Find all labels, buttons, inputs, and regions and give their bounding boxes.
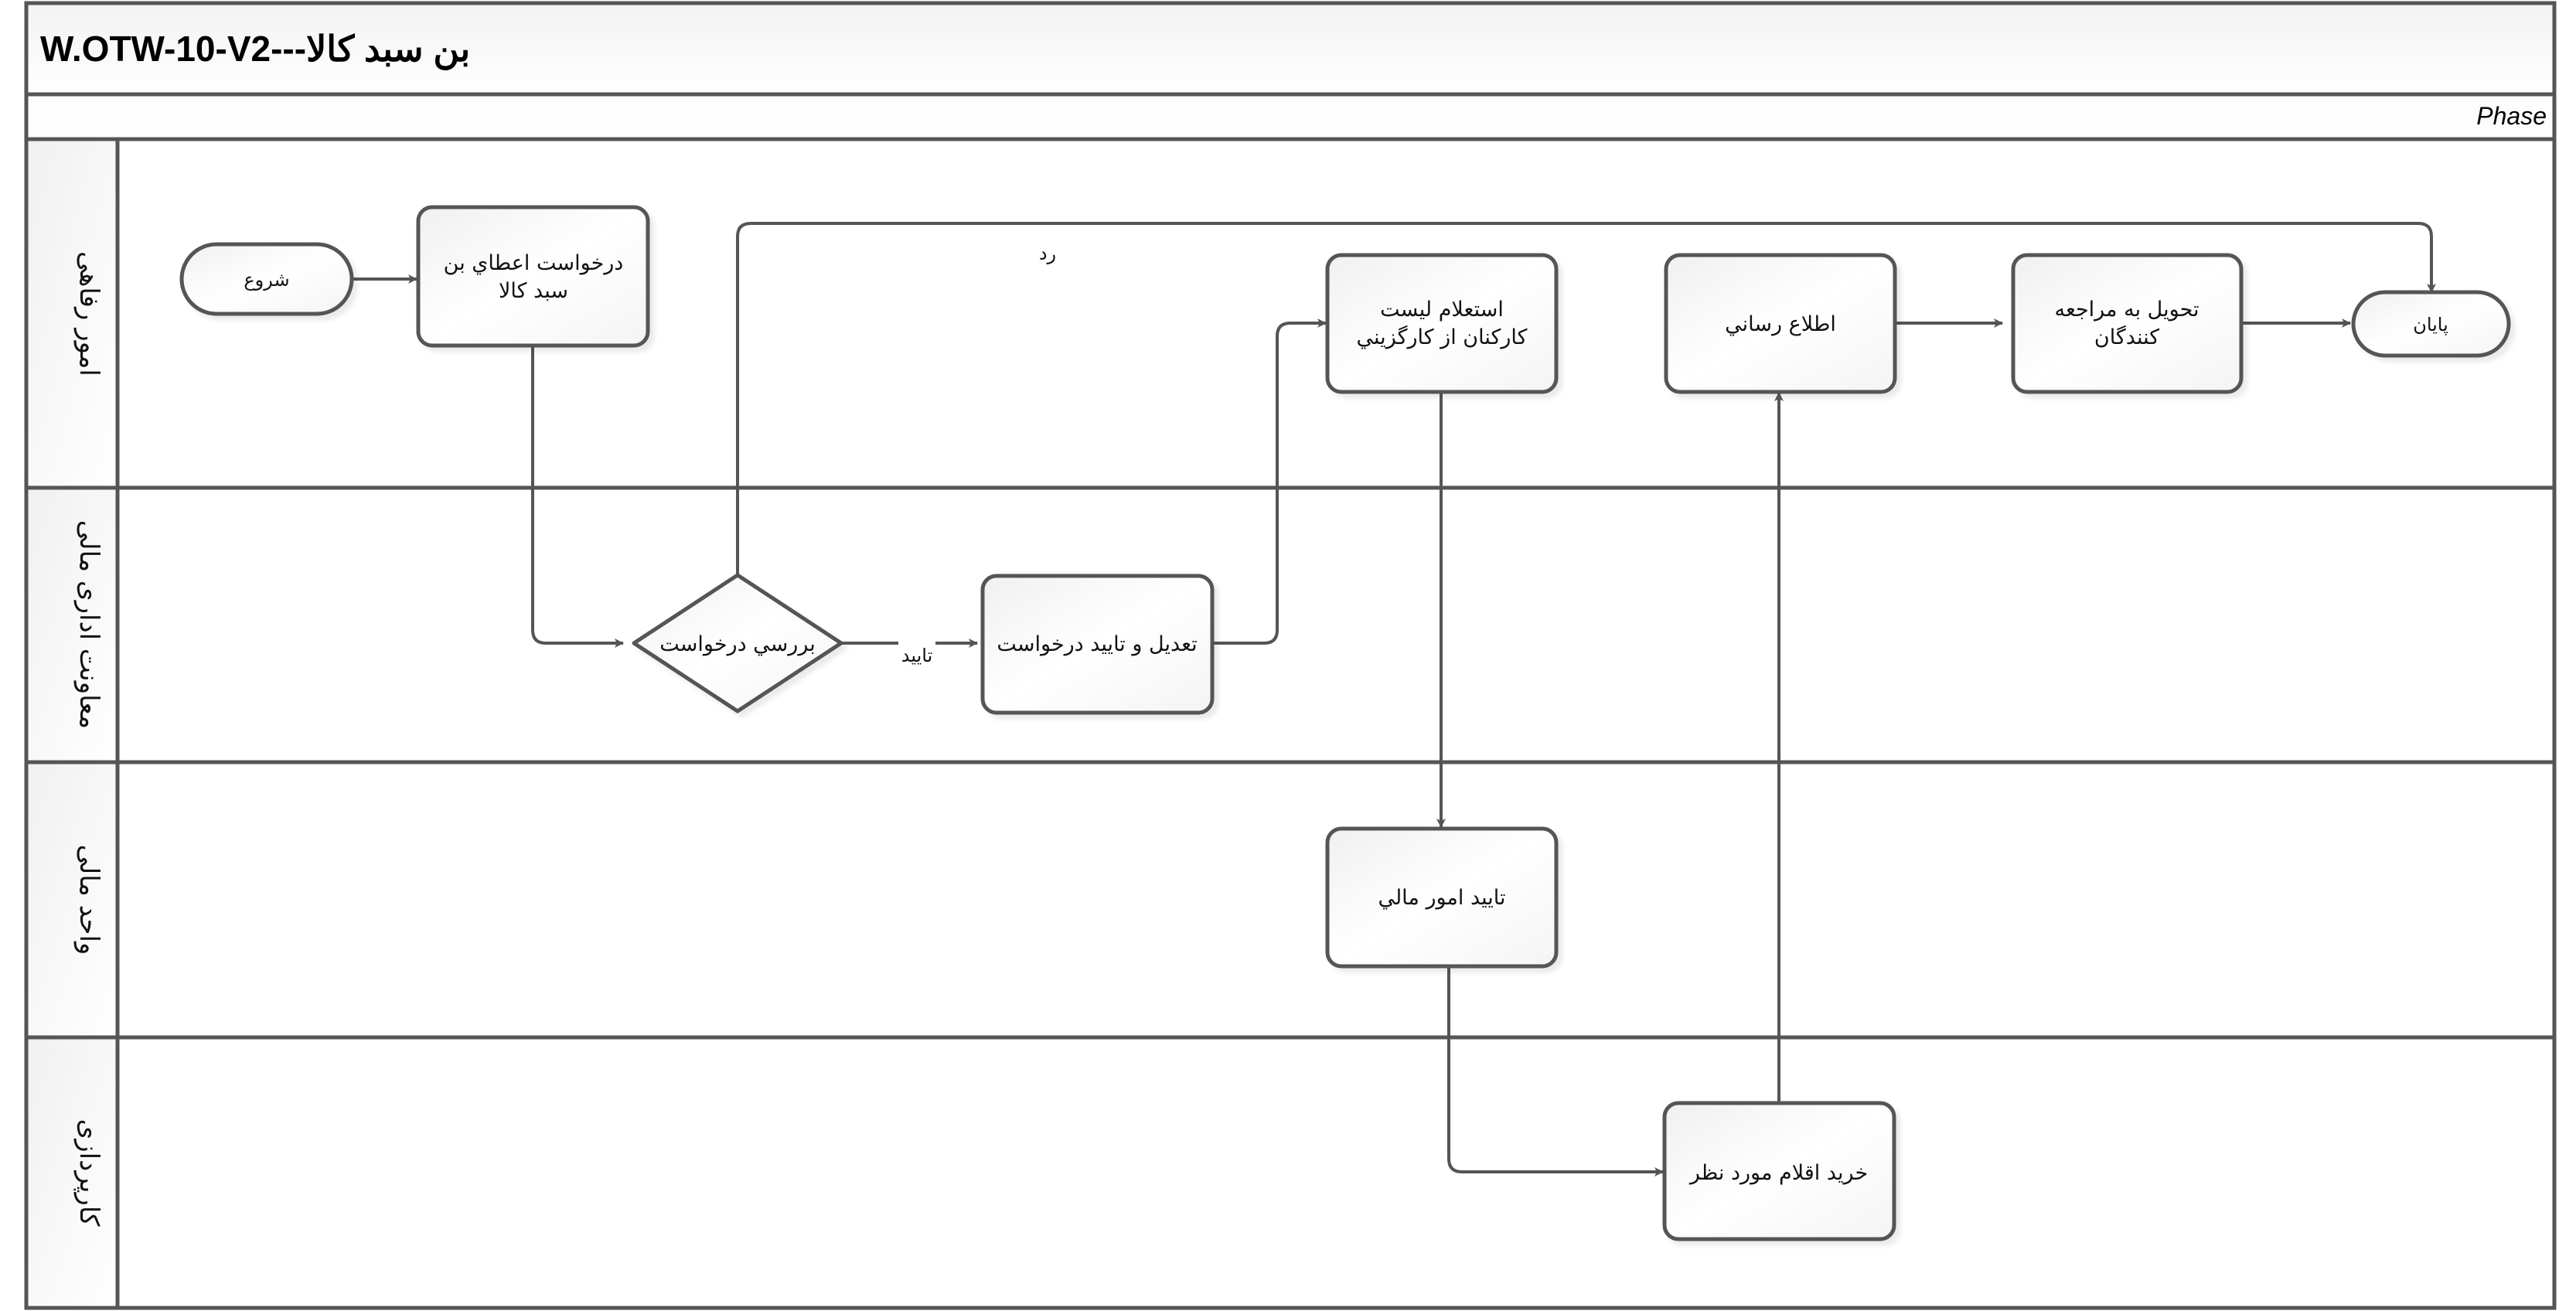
node-inquiry-label-line1: استعلام ليست (1380, 298, 1504, 322)
lane-header-finance-unit (26, 762, 118, 1037)
outer-border (24, 1, 2557, 1310)
process-shape[interactable] (1664, 253, 1897, 394)
node-request-label-line2: سبد كالا (499, 279, 568, 303)
node-finance-approve-label: تاييد امور مالي (1378, 886, 1505, 910)
process-shape[interactable] (1325, 826, 1559, 969)
node-request[interactable]: درخواست اعطاي بن سبد كالا (416, 205, 650, 348)
edge-finance-approve-to-purchase[interactable] (1447, 968, 1664, 1176)
process-shape[interactable] (2011, 253, 2244, 394)
process-shape[interactable] (980, 574, 1215, 715)
node-deliver-label-line2: كنندگان (2094, 325, 2159, 349)
terminator-shape[interactable] (179, 242, 354, 316)
node-deliver[interactable]: تحويل به مراجعه كنندگان (2011, 253, 2244, 394)
node-purchase[interactable]: خريد اقلام مورد نظر (1662, 1101, 1896, 1241)
node-request-label-line1: درخواست اعطاي بن (444, 251, 624, 275)
process-shape[interactable] (1325, 253, 1559, 394)
edge-label-bg (898, 632, 935, 652)
node-edit-approve[interactable]: تعديل و تاييد درخواست (980, 574, 1215, 715)
lane-headers: امور رفاهی معاونت اداری مالی واحد مالی ک… (26, 139, 118, 1308)
node-edit-approve-label: تعديل و تاييد درخواست (997, 632, 1197, 656)
diagram-header: W.OTW-10-V2---بن سبد کالا (26, 3, 2554, 94)
edges: تایید رد (352, 222, 2436, 1176)
phase-label: Phase (2476, 102, 2547, 130)
lane-label-procurement: کارپردازی (73, 1119, 104, 1228)
node-purchase-label: خريد اقلام مورد نظر (1688, 1161, 1868, 1185)
edge-review-to-end-reject[interactable] (736, 222, 2436, 575)
terminator-shape[interactable] (2351, 290, 2511, 358)
decision-shape[interactable] (632, 573, 843, 713)
phase-row: Phase (26, 94, 2554, 139)
process-shape[interactable] (1662, 1101, 1896, 1241)
node-start[interactable]: شروع (179, 242, 354, 316)
lane-label-admin-finance-deputy: معاونت اداری مالی (73, 520, 104, 729)
process-shape[interactable] (416, 205, 650, 348)
lane-header-welfare (26, 139, 118, 488)
edge-edit-approve-to-inquiry[interactable] (1213, 318, 1327, 645)
node-notify[interactable]: اطلاع رساني (1664, 253, 1897, 394)
node-finance-approve[interactable]: تاييد امور مالي (1325, 826, 1559, 969)
nodes: شروع درخواست اعطاي بن سبد كالا بررسي درخ… (179, 205, 2511, 1241)
node-review[interactable]: بررسي درخواست (632, 573, 843, 713)
edge-label-reject: رد (1039, 243, 1056, 264)
node-notify-label: اطلاع رساني (1725, 312, 1836, 336)
node-start-label: شروع (244, 269, 289, 291)
node-inquiry[interactable]: استعلام ليست كاركنان از كارگزيني (1325, 253, 1559, 394)
lane-label-finance-unit: واحد مالی (73, 845, 104, 955)
lane-header-admin-finance-deputy (26, 488, 118, 762)
lane-label-welfare: امور رفاهی (73, 251, 104, 376)
phase-background (26, 94, 2554, 139)
node-end-label: پايان (2413, 314, 2448, 335)
lane-header-procurement (26, 1037, 118, 1308)
node-deliver-label-line1: تحويل به مراجعه (2054, 298, 2199, 322)
node-end[interactable]: پايان (2351, 290, 2511, 358)
header-background (26, 3, 2554, 94)
edge-request-to-review[interactable] (531, 347, 624, 648)
edge-label-approve: تایید (901, 645, 933, 666)
diagram-title: W.OTW-10-V2---بن سبد کالا (40, 29, 470, 70)
node-review-label: بررسي درخواست (659, 632, 816, 656)
swimlane-frame (24, 1, 2557, 1310)
node-inquiry-label-line2: كاركنان از كارگزيني (1357, 325, 1528, 349)
